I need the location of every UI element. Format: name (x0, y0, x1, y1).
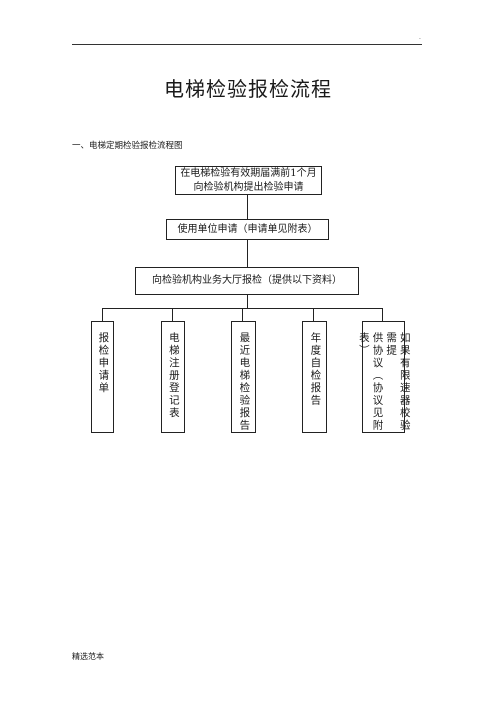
branch-drop-3 (242, 308, 243, 321)
branch-drop-2 (172, 308, 173, 321)
flow-step-apply: 在电梯检验有效期届满前1个月 向检验机构提出检验申请 (175, 166, 322, 195)
doc-box-application-form: 报检申请单 (91, 321, 114, 433)
footer-text: 精选范本 (72, 652, 104, 661)
header-rule (72, 44, 422, 45)
page-title: 电梯检验报检流程 (164, 77, 332, 101)
flow-step-apply-line2: 向检验机构提出检验申请 (193, 181, 304, 193)
flow-step-unit-application-text: 使用单位申请（申请单见附表） (177, 223, 318, 235)
doc-text-application-form: 报检申请单 (97, 332, 110, 395)
doc-text-annual-self-check: 年度自检报告 (309, 332, 322, 407)
flow-step-apply-line1: 在电梯检验有效期届满前1个月 (180, 168, 317, 179)
doc-box-registration-form: 电梯注册登记表 (161, 321, 185, 433)
doc-box-speed-governor-agreement: 如果有限速器校验需提 供协议（协议见附表） (358, 321, 411, 433)
doc-box-latest-inspection-report: 最近电梯检验报告 (231, 321, 256, 433)
connector-2-3 (247, 239, 248, 267)
flow-step-hall-report: 向检验机构业务大厅报检（提供以下资料） (135, 267, 359, 295)
flow-step-hall-report-text: 向检验机构业务大厅报检（提供以下资料） (152, 275, 342, 287)
flow-step-unit-application: 使用单位申请（申请单见附表） (166, 219, 329, 240)
doc-box-annual-self-check: 年度自检报告 (302, 321, 327, 433)
doc-text-speed-governor-col1: 如果有限速器校验需提 (385, 332, 411, 432)
branch-drop-1 (102, 308, 103, 321)
doc-text-speed-governor-col2: 供协议（协议见附表） (357, 332, 384, 432)
connector-1-2 (247, 194, 248, 219)
header-mark: . (419, 34, 421, 41)
connector-3-bus (247, 295, 248, 308)
section-heading: 一、电梯定期检验报检流程图 (72, 141, 183, 151)
branch-drop-5 (382, 308, 383, 321)
doc-text-latest-inspection-report: 最近电梯检验报告 (238, 332, 251, 432)
branch-drop-4 (313, 308, 314, 321)
doc-text-registration-form: 电梯注册登记表 (167, 332, 180, 420)
